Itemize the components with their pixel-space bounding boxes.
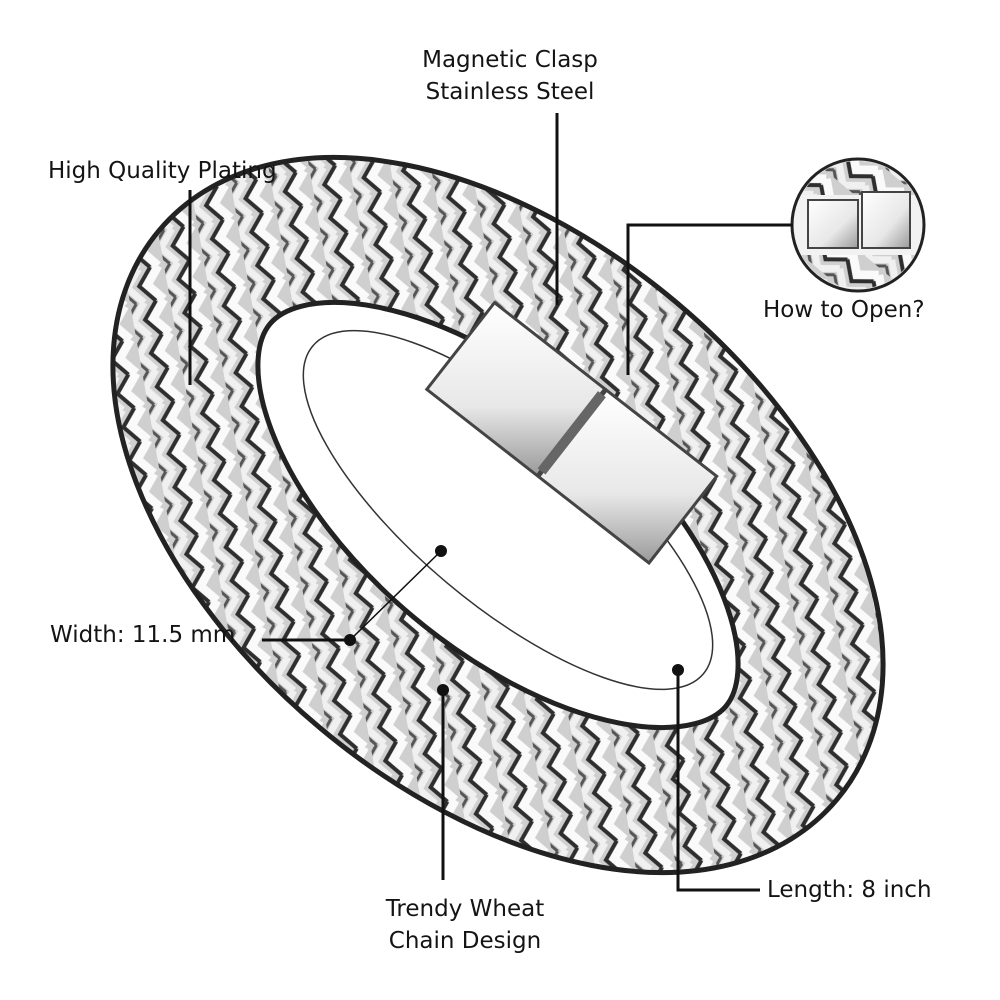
design-label: Trendy Wheat Chain Design: [335, 893, 595, 957]
clasp-label-line1: Magnetic Clasp: [422, 47, 598, 73]
clasp-label: Magnetic Clasp Stainless Steel: [380, 44, 640, 108]
how-to-open-inset[interactable]: [790, 157, 930, 293]
how-to-open-label[interactable]: How to Open?: [763, 297, 925, 323]
width-label: Width: 11.5 mm: [50, 622, 236, 648]
clasp-label-line2: Stainless Steel: [425, 79, 595, 105]
leader-dots: [344, 545, 684, 696]
design-label-line1: Trendy Wheat: [385, 896, 545, 922]
bracelet-band: [110, 154, 886, 876]
magnetic-clasp: [424, 300, 719, 566]
design-label-line2: Chain Design: [388, 928, 542, 954]
length-label: Length: 8 inch: [767, 877, 932, 903]
leader-lines: [188, 113, 793, 892]
plating-label: High Quality Plating: [48, 158, 277, 184]
